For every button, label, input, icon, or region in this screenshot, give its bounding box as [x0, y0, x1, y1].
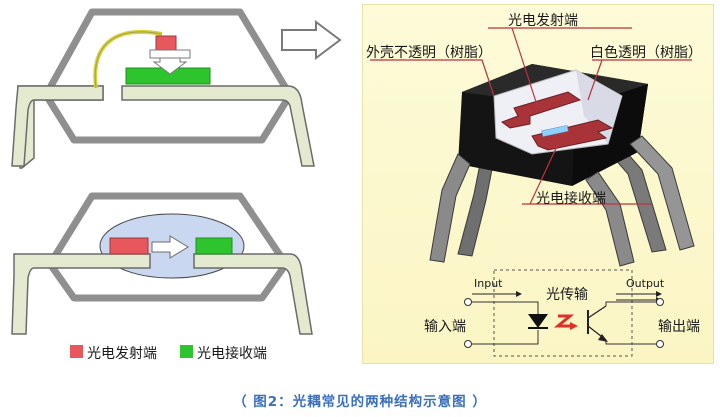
- label-emitter-end: 光电发射端: [508, 13, 578, 29]
- right-lead: [121, 85, 315, 167]
- inner-emitter-frame: [500, 91, 582, 129]
- package-diagram-horizontal: [11, 192, 313, 335]
- right-lead-2: [193, 253, 313, 335]
- label-output: Output: [626, 277, 665, 290]
- light-arrow-right: [151, 235, 189, 259]
- label-input: Input: [474, 277, 503, 290]
- schematic-dashed-box: [493, 269, 633, 357]
- optocoupler-3d-illustration: [370, 27, 695, 267]
- label-receiver-end: 光电接收端: [536, 191, 606, 207]
- inner-receiver-frame: [531, 119, 614, 151]
- legend-receiver-swatch: [180, 345, 193, 358]
- input-terminal-bottom: [464, 340, 472, 348]
- label-input-end: 输入端: [424, 319, 466, 335]
- legend-receiver-label: 光电接收端: [197, 346, 267, 362]
- emitter-chip: [155, 35, 177, 51]
- legend-emitter-swatch: [70, 345, 83, 358]
- output-terminal-bottom: [656, 340, 664, 348]
- leader-opaque: [370, 59, 495, 97]
- receiver-chip-2: [195, 237, 233, 255]
- legend-emitter-label: 光电发射端: [87, 346, 157, 362]
- light-zigzag: [553, 314, 575, 328]
- led-symbol: [528, 314, 548, 328]
- left-lead-2: [11, 253, 151, 335]
- light-arrow-down: [152, 57, 188, 75]
- label-white-transparent: 白色透明（树脂）: [590, 45, 702, 61]
- label-opaque-shell: 外壳不透明（树脂）: [366, 45, 492, 61]
- label-light-transfer: 光传输: [546, 287, 588, 303]
- label-output-end: 输出端: [658, 319, 700, 335]
- emitter-chip-2: [109, 237, 149, 255]
- big-arrow-right: [281, 20, 342, 60]
- figure-caption: （ 图2：光耦常见的两种结构示意图 ）: [233, 394, 487, 410]
- package-diagram-vertical: [11, 8, 315, 169]
- optocoupler-schematic: [464, 269, 664, 357]
- output-terminal-top: [656, 298, 664, 306]
- input-terminal-top: [464, 298, 472, 306]
